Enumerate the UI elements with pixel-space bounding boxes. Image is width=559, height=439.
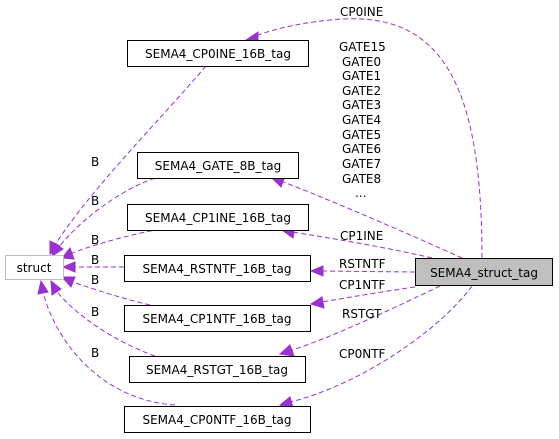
node-sema4-cp0ine-16b-tag[interactable]: SEMA4_CP0INE_16B_tag <box>127 40 309 67</box>
edge-label-b-rstgt: B <box>91 305 99 319</box>
edge-label-gate-4: GATE4 <box>342 113 381 127</box>
node-sema4-rstntf-16b-tag[interactable]: SEMA4_RSTNTF_16B_tag <box>124 255 311 282</box>
node-label-rstntf: SEMA4_RSTNTF_16B_tag <box>142 262 291 276</box>
edge-label-gate-6: GATE6 <box>342 142 381 156</box>
edge-label-gate-0: GATE0 <box>342 55 381 69</box>
edge-rstntf <box>309 265 416 277</box>
edge-label-b-cp1ntf: B <box>91 273 99 287</box>
node-sema4-struct-tag[interactable]: SEMA4_struct_tag <box>415 258 553 286</box>
edge-label-gate-15: GATE15 <box>339 40 386 54</box>
edge-label-b-rstntf: B <box>91 253 99 267</box>
edge-label-gate-3: GATE3 <box>342 98 381 112</box>
edge-gate-struct <box>51 177 156 258</box>
node-label-struct: struct <box>17 261 52 275</box>
node-label-rstgt: SEMA4_RSTGT_16B_tag <box>146 363 288 377</box>
node-label-gate: SEMA4_GATE_8B_tag <box>155 159 281 173</box>
edge-label-cp1ntf: CP1NTF <box>339 278 386 292</box>
edge-label-b-cp1ine: B <box>91 233 99 247</box>
edge-label-b-gate: B <box>91 194 99 208</box>
edge-rstgt-struct <box>50 279 156 357</box>
edge-rstgt <box>278 285 441 357</box>
edge-label-gate-8: GATE8 <box>342 172 381 186</box>
node-struct[interactable]: struct <box>5 255 64 280</box>
edge-label-gate-5: GATE5 <box>342 128 381 142</box>
edge-label-gate-more: ... <box>355 186 366 200</box>
node-label-cp0ntf: SEMA4_CP0NTF_16B_tag <box>142 413 291 427</box>
node-sema4-rstgt-16b-tag[interactable]: SEMA4_RSTGT_16B_tag <box>129 356 306 383</box>
node-sema4-gate-8b-tag[interactable]: SEMA4_GATE_8B_tag <box>137 152 299 179</box>
edge-cp0ntf-struct <box>37 279 176 406</box>
edge-label-b-cp0ntf: B <box>91 346 99 360</box>
edge-label-gate-1: GATE1 <box>342 69 381 83</box>
edge-label-rstntf: RSTNTF <box>339 257 386 271</box>
edge-rstntf-struct <box>61 261 124 273</box>
node-sema4-cp0ntf-16b-tag[interactable]: SEMA4_CP0NTF_16B_tag <box>124 406 311 433</box>
edge-cp1ntf-struct <box>60 276 151 306</box>
edge-cp1ntf <box>309 286 416 309</box>
edge-cp1ine-struct <box>61 228 161 260</box>
edge-label-b-cp0ine: B <box>91 155 99 169</box>
edge-label-cp0ine: CP0INE <box>340 5 383 19</box>
node-sema4-cp1ntf-16b-tag[interactable]: SEMA4_CP1NTF_16B_tag <box>124 305 311 332</box>
node-sema4-cp1ine-16b-tag[interactable]: SEMA4_CP1INE_16B_tag <box>127 204 309 231</box>
edge-label-cp0ntf: CP0NTF <box>339 347 386 361</box>
node-label-main: SEMA4_struct_tag <box>430 266 538 280</box>
node-label-cp1ine: SEMA4_CP1INE_16B_tag <box>145 211 291 225</box>
edge-label-gate-7: GATE7 <box>342 157 381 171</box>
edge-label-rstgt: RSTGT <box>342 307 382 321</box>
node-label-cp0ine: SEMA4_CP0INE_16B_tag <box>145 47 291 61</box>
edge-label-cp1ine: CP1INE <box>340 229 383 243</box>
node-label-cp1ntf: SEMA4_CP1NTF_16B_tag <box>142 312 291 326</box>
edge-label-gate-2: GATE2 <box>342 84 381 98</box>
